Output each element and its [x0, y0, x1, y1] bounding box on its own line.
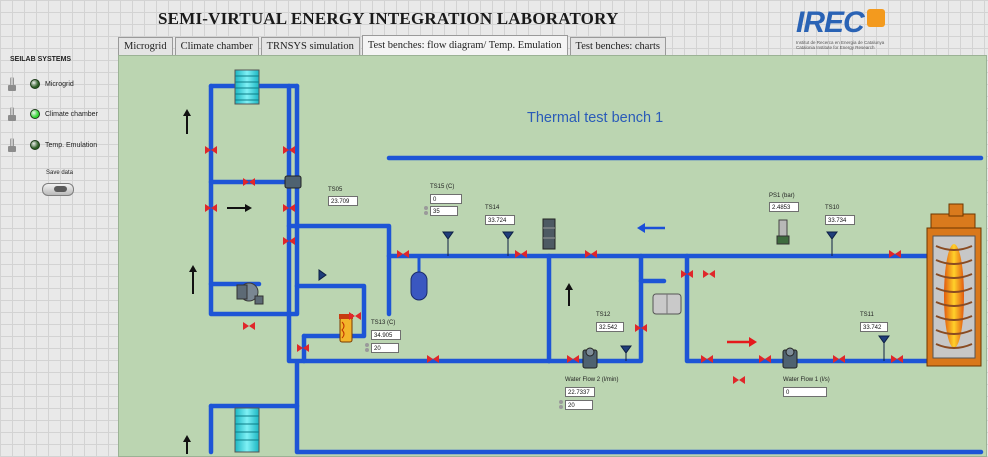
bench-title: Thermal test bench 1 — [527, 110, 664, 126]
ts14-label: TS14 — [485, 205, 500, 211]
ps1-label: PS1 (bar) — [769, 193, 795, 199]
ts11-label: TS11 — [860, 312, 874, 318]
page-title: SEMI-VIRTUAL ENERGY INTEGRATION LABORATO… — [158, 9, 619, 28]
heater-icon — [339, 314, 353, 343]
expansion-tank-icon — [410, 256, 428, 301]
ps1-indicator: 2.4853 — [769, 202, 799, 212]
status-led-climate-chamber-icon — [30, 109, 40, 119]
thermal-circuit-diagram — [183, 69, 984, 455]
ts12-label: TS12 — [596, 312, 611, 318]
ts13-setpoint-input[interactable]: 20 — [371, 343, 399, 353]
ts12-indicator: 32.542 — [596, 322, 624, 332]
ts15-indicator: 0 — [430, 194, 462, 204]
system-climate-chamber: Climate chamber — [8, 106, 98, 122]
buffer-tank-icon — [652, 293, 682, 315]
ts05-indicator: 23.709 — [328, 196, 358, 206]
tab-trnsys-simulation[interactable]: TRNSYS simulation — [260, 37, 360, 55]
ts15-spinner[interactable] — [423, 206, 429, 216]
system-label-temp-emulation: Temp. Emulation — [45, 141, 98, 149]
water-flow-2-spinner[interactable] — [558, 400, 564, 410]
valve-icons — [205, 146, 903, 384]
boiler-icon — [926, 203, 982, 367]
ts15-label: TS15 (C) — [430, 184, 455, 190]
toggle-switch-temp-emulation[interactable] — [8, 138, 16, 152]
motorized-valve-icon — [542, 218, 556, 250]
ts05-label: TS05 — [328, 187, 343, 193]
pump-icon — [236, 282, 264, 305]
temperature-probe-icons — [318, 231, 890, 361]
save-data-toggle[interactable] — [42, 183, 74, 196]
water-flow-1-label: Water Flow 1 (l/s) — [783, 377, 830, 383]
status-led-microgrid-icon — [30, 79, 40, 89]
system-label-climate-chamber: Climate chamber — [45, 110, 98, 118]
heat-exchanger-top-icon — [234, 69, 260, 105]
irec-logo: IREC Institut de Recerca en Energia de C… — [796, 6, 896, 52]
ts14-indicator: 33.724 — [485, 215, 515, 225]
ts10-label: TS10 — [825, 205, 840, 211]
ts13-label: TS13 (C) — [371, 320, 396, 326]
flow-meter-icons — [284, 175, 798, 369]
flow-diagram-panel: Thermal test bench 1 TS05 23.709 TS15 (C… — [118, 55, 987, 457]
ts13-spinner[interactable] — [364, 343, 370, 353]
sidebar-title: SEILAB SYSTEMS — [10, 56, 72, 63]
tab-flow-diagram[interactable]: Test benches: flow diagram/ Temp. Emulat… — [361, 35, 568, 55]
save-data-label: Save data — [46, 170, 74, 176]
logo-subtitle: Institut de Recerca en Energia de Catalu… — [796, 40, 885, 50]
tab-bar: Microgrid Climate chamber TRNSYS simulat… — [118, 35, 668, 55]
ts15-setpoint-input[interactable]: 35 — [430, 206, 458, 216]
water-flow-1-indicator: 0 — [783, 387, 827, 397]
logo-mark-icon — [867, 9, 885, 27]
ts13-indicator: 34.905 — [371, 330, 401, 340]
ts11-indicator: 33.742 — [860, 322, 888, 332]
pipe-network — [208, 83, 984, 455]
status-led-temp-emulation-icon — [30, 140, 40, 150]
pressure-sensor-icon — [776, 219, 790, 245]
water-flow-2-indicator: 22.7337 — [565, 387, 595, 397]
heat-exchanger-bottom-icon — [234, 407, 260, 453]
logo-text: IREC — [796, 6, 865, 39]
tab-climate-chamber[interactable]: Climate chamber — [174, 37, 259, 55]
toggle-switch-climate-chamber[interactable] — [8, 107, 16, 121]
tab-microgrid[interactable]: Microgrid — [118, 37, 173, 55]
ts10-indicator: 33.734 — [825, 215, 855, 225]
system-microgrid: Microgrid — [8, 76, 74, 92]
tab-charts[interactable]: Test benches: charts — [569, 37, 666, 55]
toggle-switch-microgrid[interactable] — [8, 77, 16, 91]
water-flow-2-setpoint-input[interactable]: 20 — [565, 400, 593, 410]
water-flow-2-label: Water Flow 2 (l/min) — [565, 377, 619, 383]
system-temp-emulation: Temp. Emulation — [8, 137, 97, 153]
system-label-microgrid: Microgrid — [45, 80, 74, 88]
flow-arrows — [183, 109, 757, 454]
